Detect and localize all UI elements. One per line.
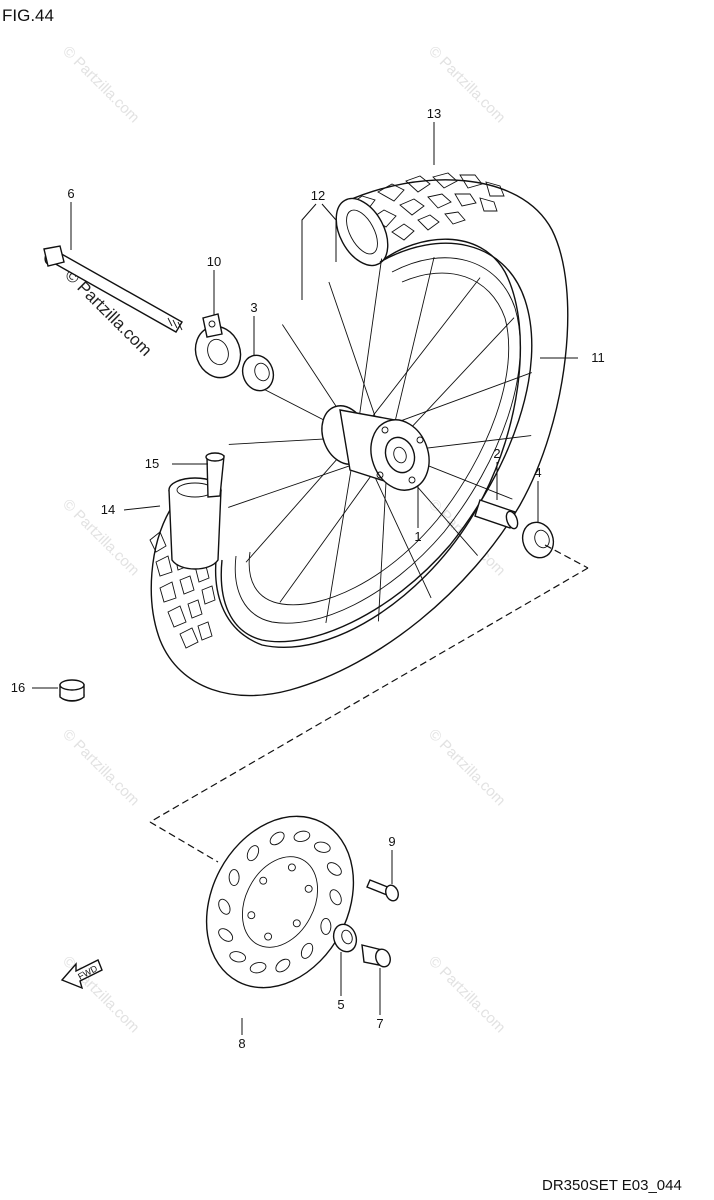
spoke [279, 452, 388, 603]
disc-hole [326, 862, 342, 876]
disc-bolt-hole [247, 911, 256, 920]
callout-7: 7 [376, 1016, 383, 1031]
spoke [355, 258, 383, 438]
callout-9: 9 [388, 834, 395, 849]
callout-1: 1 [414, 529, 421, 544]
callout-6: 6 [67, 186, 74, 201]
callout-3: 3 [250, 300, 257, 315]
disc-hole [228, 869, 240, 886]
axle [43, 245, 183, 333]
tire [149, 172, 569, 697]
callout-15: 15 [145, 456, 159, 471]
disc-bolt-hole [304, 884, 313, 893]
disc-hole [218, 928, 234, 942]
disc-hole [275, 958, 291, 973]
callout-13: 13 [427, 106, 441, 121]
bearing-right [521, 521, 555, 559]
callout-11: 11 [591, 350, 605, 365]
cap [59, 679, 85, 702]
hub [321, 405, 430, 491]
assembly-lines [149, 544, 589, 863]
figure-title: FIG.44 [2, 6, 54, 25]
disc-hole [269, 831, 285, 846]
bearing-left [241, 354, 275, 392]
watermark: © Partzilla.com [59, 43, 142, 126]
leader-lines [32, 122, 578, 1035]
callout-16: 16 [11, 680, 25, 695]
watermark: © Partzilla.com [59, 953, 142, 1036]
figure-code: DR350SET E03_044 [542, 1177, 682, 1194]
disc-hole [249, 962, 267, 974]
disc-hole [229, 951, 247, 963]
disc-hole [320, 918, 332, 935]
disc-hole [218, 898, 231, 915]
watermark: © Partzilla.com [425, 726, 508, 809]
disc-hole [293, 830, 311, 842]
disc-hole [329, 889, 342, 906]
disc-bolt-hole [259, 876, 268, 885]
tube-section [168, 452, 225, 570]
callout-14: 14 [101, 502, 115, 517]
watermark: © Partzilla.com [425, 953, 508, 1036]
callout-2: 2 [493, 446, 500, 461]
watermark: © Partzilla.com [59, 726, 142, 809]
oil-seal [332, 923, 358, 953]
disc-hole [300, 942, 314, 959]
spoke [356, 277, 481, 438]
disc-bolt-hole [264, 932, 273, 941]
disc-hole [313, 841, 331, 853]
callout-labels: 13 11 12 6 10 3 2 4 1 15 14 16 9 5 7 8 [11, 106, 605, 1051]
disc-hole [246, 845, 260, 862]
rim [220, 242, 533, 643]
callout-12: 12 [311, 188, 325, 203]
brake-disc [205, 815, 355, 989]
callout-5: 5 [337, 997, 344, 1012]
callout-8: 8 [238, 1036, 245, 1051]
callout-4: 4 [534, 465, 541, 480]
disc-bolt-hole [292, 919, 301, 928]
speedometer-gearbox [194, 313, 242, 379]
spacer [474, 499, 519, 530]
collar [361, 944, 391, 968]
callout-10: 10 [207, 254, 221, 269]
disc-bolt-hole [287, 863, 296, 872]
disc-bolt [366, 879, 399, 902]
